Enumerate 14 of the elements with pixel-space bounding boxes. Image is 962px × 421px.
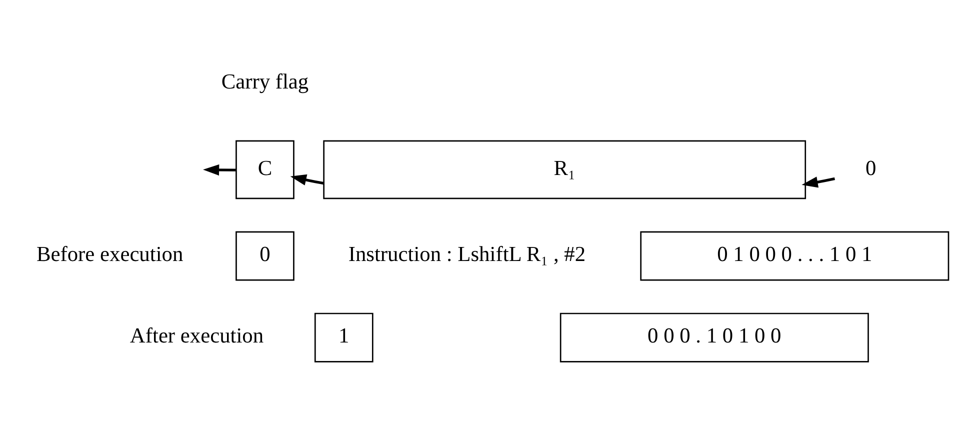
node-label: Carry flag [221, 70, 309, 94]
node-box: R₁ [323, 140, 806, 200]
node-box: 1 [314, 312, 374, 362]
arrow [203, 164, 236, 176]
node-box: C [236, 140, 294, 200]
node-box: 0 [236, 231, 294, 281]
node-text: 0 [866, 156, 876, 180]
label: Instruction : LshiftL R₁ , #2 [348, 242, 586, 266]
arrow [290, 174, 324, 186]
node-box: 0 1 0 0 0 . . . 1 0 1 [640, 231, 950, 281]
node-box: 0 0 0 . 1 0 1 0 0 [560, 312, 869, 362]
node-label: Before execution [36, 242, 184, 266]
node-label: After execution [130, 324, 264, 348]
arrow [802, 176, 836, 188]
